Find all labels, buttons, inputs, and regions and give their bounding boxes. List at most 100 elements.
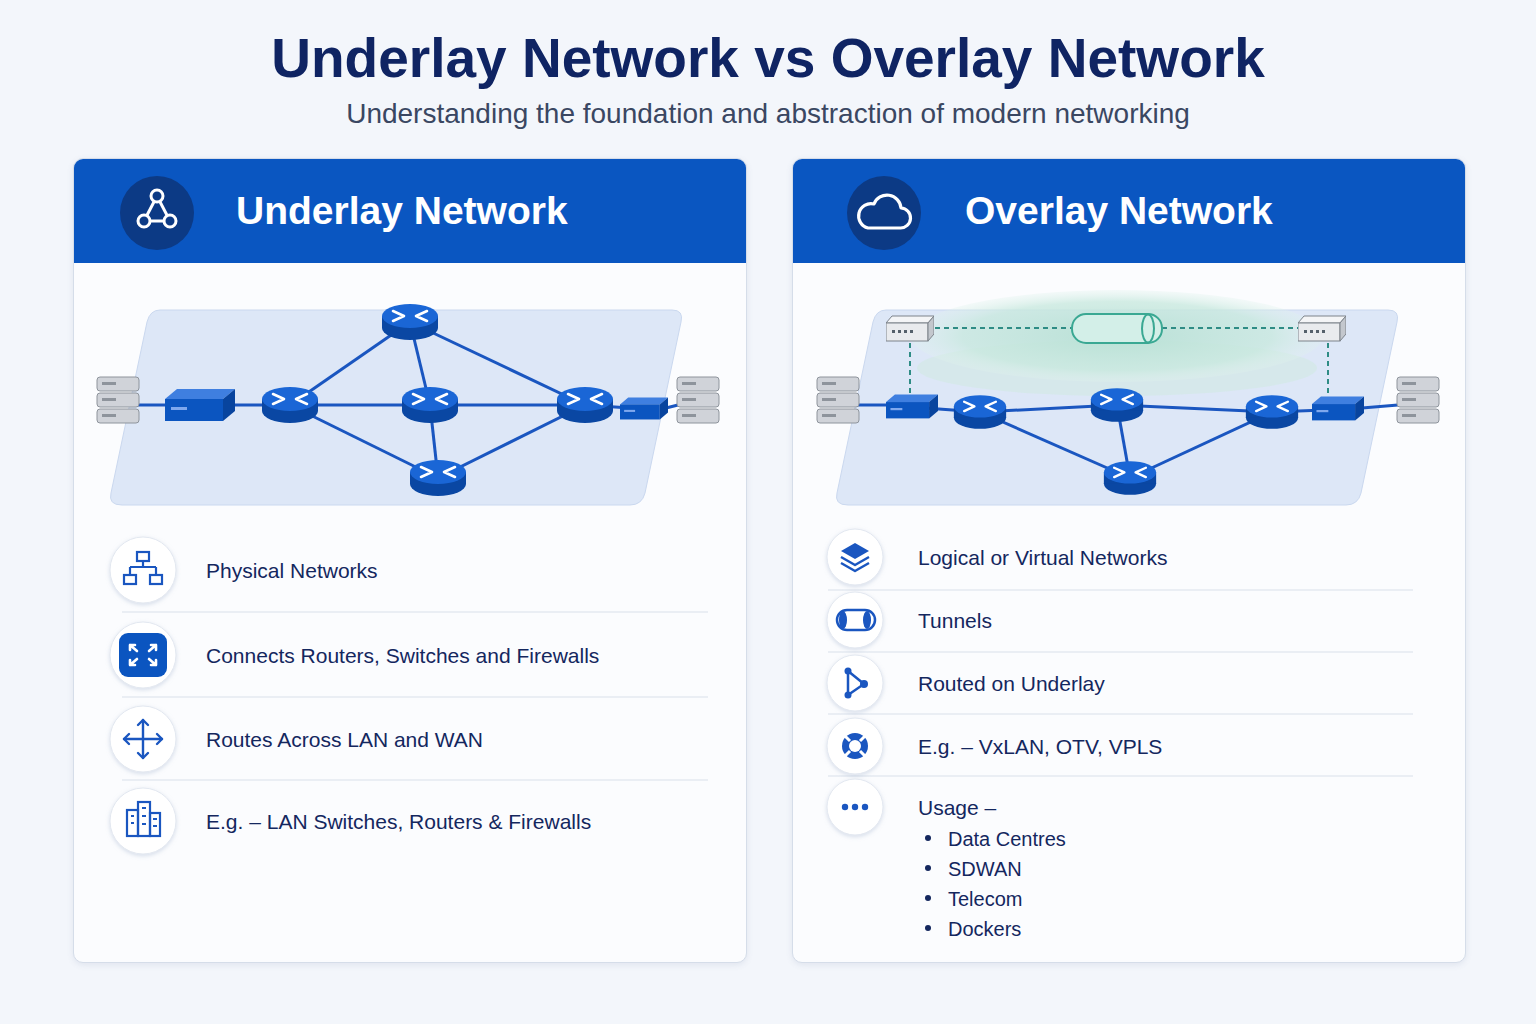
network-link (666, 405, 678, 408)
switch-device (886, 395, 938, 419)
router-symbol (1104, 461, 1156, 495)
network-link (1117, 405, 1272, 412)
lifebuoy-icon (842, 733, 868, 759)
bullet-dot (925, 835, 931, 931)
router-symbol (557, 387, 613, 423)
more-dots-icon (852, 804, 858, 810)
usage-item: SDWAN (948, 855, 1368, 883)
network-link (1362, 405, 1398, 408)
bullet-dot (925, 835, 931, 841)
header-icon (138, 215, 150, 227)
route-arrows-icon (124, 720, 162, 758)
network-link (858, 404, 888, 407)
building-icon (127, 810, 138, 836)
routed-icon (845, 692, 852, 699)
row-separator (122, 696, 708, 697)
network-plane (836, 310, 1397, 505)
row-separator (122, 779, 708, 780)
bullet-dot (925, 925, 931, 931)
row-icon-circle (827, 655, 883, 711)
header-icon (859, 195, 911, 228)
router-icon (119, 633, 167, 677)
router-symbol (382, 304, 438, 340)
more-dots-icon (842, 804, 868, 810)
diagram-caption: Understanding the foundation and abstrac… (0, 96, 1536, 132)
router-symbol (954, 395, 1006, 429)
feature-text: Routes Across LAN and WAN (206, 726, 706, 754)
lifebuoy-icon (845, 736, 865, 756)
server-icon (677, 377, 719, 423)
bullet-dot (925, 865, 931, 871)
feature-text: Logical or Virtual Networks (918, 544, 1418, 572)
panel-heading: Overlay Network (965, 159, 1273, 263)
feature-text: Tunnels (918, 607, 1418, 635)
feature-text: E.g. – LAN Switches, Routers & Firewalls (206, 808, 706, 836)
lifebuoy-icon (849, 740, 861, 752)
server-icon (817, 377, 859, 423)
panel-heading: Underlay Network (236, 159, 568, 263)
network-link (430, 405, 438, 478)
usage-item: Data Centres (948, 825, 1368, 853)
feature-text: Usage – (918, 794, 1418, 822)
feature-text: Routed on Underlay (918, 670, 1418, 698)
row-separator (828, 775, 1413, 776)
network-link (1130, 412, 1272, 478)
hierarchy-icon (150, 575, 162, 584)
row-icon-circle (110, 529, 883, 854)
network-link (290, 405, 438, 478)
overlay-illustration (817, 290, 1439, 505)
edge-device (1298, 316, 1346, 341)
router-symbol (402, 387, 458, 423)
header-icon (120, 176, 194, 250)
routed-icon (860, 680, 868, 688)
more-dots-icon (862, 804, 868, 810)
tunnel-dashed-line (1162, 327, 1300, 329)
network-link (438, 405, 585, 478)
row-icon-circle (110, 622, 176, 688)
network-link (980, 405, 1117, 412)
row-icon-circle (827, 718, 883, 774)
tunnel-dashed-line (935, 327, 1072, 329)
tunnel-symbol (1142, 315, 1154, 343)
network-link (585, 405, 630, 408)
bullet-dot (925, 895, 931, 901)
tunnel-dashed-line (909, 343, 911, 396)
row-icon-circle (110, 706, 176, 772)
lifebuoy-icon (842, 733, 868, 759)
tunnel-icon (839, 611, 847, 629)
switch-device (1312, 397, 1364, 421)
tunnel-icon (837, 610, 875, 630)
layers-icon (841, 557, 869, 571)
hierarchy-icon (137, 552, 149, 561)
tunnel-dashed-line (1327, 343, 1329, 398)
row-icon-circle (827, 592, 883, 648)
hierarchy-icon (124, 575, 136, 584)
network-link (138, 404, 168, 407)
network-link (925, 408, 980, 412)
layers-icon (841, 543, 869, 571)
network-link (858, 405, 1398, 478)
router-symbol (410, 460, 466, 496)
underlay-illustration (97, 304, 719, 505)
tunnel-icon (863, 611, 871, 629)
building-icon (150, 813, 160, 836)
router-icon (119, 633, 167, 677)
diagram-title: Underlay Network vs Overlay Network (0, 24, 1536, 92)
router-icon (130, 645, 156, 665)
server-icon (97, 377, 139, 423)
row-separator (828, 651, 1413, 652)
routed-icon (848, 671, 864, 695)
hierarchy-icon (130, 561, 156, 575)
tunnel-dashed-line (910, 328, 1328, 398)
row-icon-circle (827, 779, 883, 835)
edge-device (886, 316, 934, 341)
row-separator (828, 713, 1413, 714)
network-link (430, 404, 585, 407)
header-icon (144, 196, 170, 221)
header-icon (120, 176, 194, 250)
feature-text: Physical Networks (206, 557, 706, 585)
network-link (290, 322, 410, 405)
row-separator (828, 589, 1413, 590)
panel-box: Overlay NetworkLogical or Virtual Networ… (792, 158, 1466, 963)
network-link (410, 322, 585, 405)
